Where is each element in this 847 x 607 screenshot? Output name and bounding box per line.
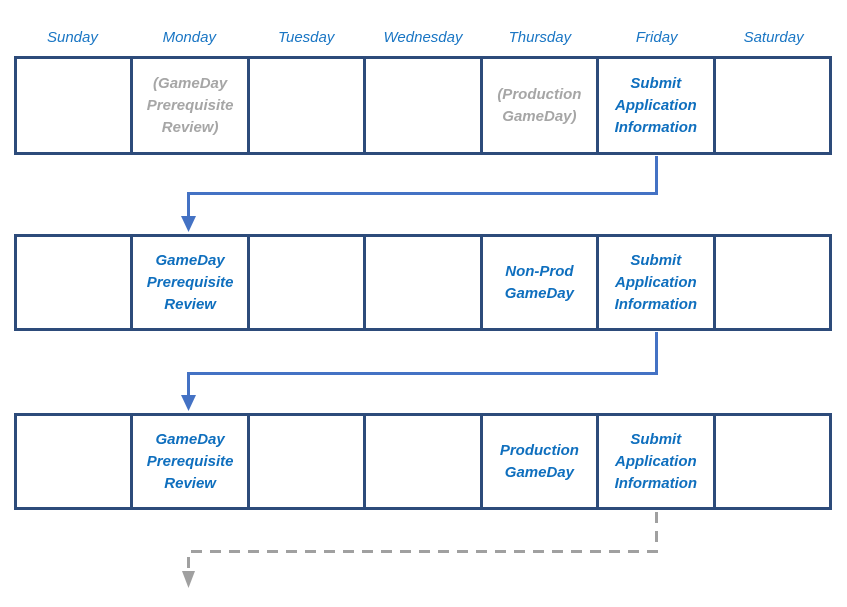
cell-week2-saturday <box>712 237 829 328</box>
arrow-week2-friday-to-week3-monday <box>181 332 658 411</box>
week-row-2: GameDay Prerequisite Review Non-Prod Gam… <box>14 234 832 331</box>
cell-text: (Production GameDay) <box>497 85 582 125</box>
arrow-week3-friday-to-next-week <box>182 512 658 588</box>
week-row-3: GameDay Prerequisite Review Production G… <box>14 413 832 510</box>
cell-week2-sunday <box>17 237 130 328</box>
cell-text: Production GameDay <box>499 441 579 481</box>
week-row-1: (GameDay Prerequisite Review) (Productio… <box>14 56 832 155</box>
cell-week3-friday: Submit Application Information <box>596 416 712 507</box>
cell-week1-tuesday <box>246 59 363 152</box>
cell-week1-friday: Submit Application Information <box>596 59 712 152</box>
cell-week2-thursday: Non-Prod GameDay <box>479 237 596 328</box>
day-header-row: Sunday Monday Tuesday Wednesday Thursday… <box>14 28 832 48</box>
arrowhead-down-icon <box>181 395 196 411</box>
cell-week3-wednesday <box>363 416 479 507</box>
cell-week2-friday: Submit Application Information <box>596 237 712 328</box>
cell-week2-tuesday <box>246 237 363 328</box>
arrow-week1-friday-to-week2-monday <box>181 156 658 232</box>
day-header-tuesday: Tuesday <box>277 29 335 46</box>
cell-week3-sunday <box>17 416 130 507</box>
cell-week2-monday: GameDay Prerequisite Review <box>130 237 246 328</box>
cell-week3-monday: GameDay Prerequisite Review <box>130 416 246 507</box>
cell-week1-sunday <box>17 59 130 152</box>
cell-week1-monday: (GameDay Prerequisite Review) <box>130 59 246 152</box>
cell-week2-wednesday <box>363 237 479 328</box>
cell-week3-saturday <box>712 416 829 507</box>
arrowhead-down-icon <box>182 571 195 588</box>
cell-text: Non-Prod GameDay <box>504 262 574 302</box>
cell-text: GameDay Prerequisite Review <box>146 251 234 313</box>
cell-text: Submit Application Information <box>614 430 698 492</box>
cell-text: GameDay Prerequisite Review <box>146 430 234 492</box>
cell-week3-tuesday <box>246 416 363 507</box>
day-header-wednesday: Wednesday <box>383 29 463 46</box>
cell-text: (GameDay Prerequisite Review) <box>146 74 234 136</box>
cell-week3-thursday: Production GameDay <box>479 416 596 507</box>
cell-week1-wednesday <box>363 59 479 152</box>
day-header-friday: Friday <box>635 29 678 46</box>
cell-text: Submit Application Information <box>614 251 698 313</box>
day-header-saturday: Saturday <box>743 29 804 46</box>
cell-text: Submit Application Information <box>614 74 698 136</box>
day-header-thursday: Thursday <box>508 29 572 46</box>
cell-week1-thursday: (Production GameDay) <box>479 59 596 152</box>
arrowhead-down-icon <box>181 216 196 232</box>
day-header-sunday: Sunday <box>46 29 98 46</box>
day-header-monday: Monday <box>162 29 216 46</box>
cell-week1-saturday <box>712 59 829 152</box>
